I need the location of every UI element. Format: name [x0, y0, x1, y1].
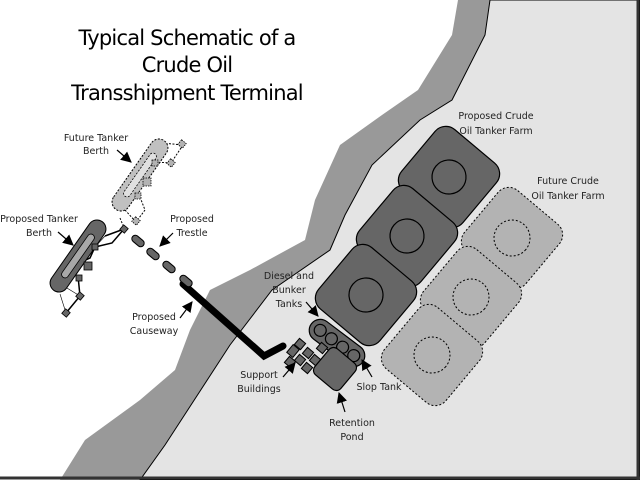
svg-text:Oil Tanker Farm: Oil Tanker Farm	[531, 191, 604, 202]
retention-pond	[312, 346, 358, 392]
label-retention-pond: Retention Pond	[329, 391, 375, 443]
label-proposed-tanker-berth: Proposed Tanker Berth	[0, 214, 78, 246]
arrow-icon	[179, 301, 193, 319]
title-line-1: Typical Schematic of a	[78, 26, 296, 50]
future-crude-tank-farm	[380, 186, 564, 407]
arrow-icon	[116, 149, 132, 163]
svg-text:Pond: Pond	[340, 432, 363, 443]
title-line-2: Crude Oil	[142, 53, 233, 77]
svg-text:Retention: Retention	[329, 418, 375, 429]
arrow-icon	[57, 231, 74, 246]
arrow-icon	[305, 301, 319, 317]
label-proposed-causeway: Proposed Causeway	[130, 301, 193, 337]
label-support-buildings: Support Buildings	[237, 362, 296, 395]
svg-text:Future Tanker: Future Tanker	[64, 133, 128, 144]
arrow-icon	[336, 391, 348, 413]
svg-text:Berth: Berth	[83, 146, 109, 157]
label-future-tanker-berth: Future Tanker Berth	[64, 133, 132, 163]
svg-text:Future Crude: Future Crude	[537, 176, 599, 187]
proposed-tanker-berth	[49, 219, 129, 318]
label-proposed-crude-farm: Proposed Crude Oil Tanker Farm	[458, 111, 533, 137]
svg-text:Buildings: Buildings	[237, 384, 281, 395]
title-line-3: Transshipment Terminal	[70, 81, 303, 105]
svg-text:Causeway: Causeway	[130, 326, 179, 337]
arrow-icon	[361, 359, 373, 378]
future-tanker-berth	[111, 138, 187, 229]
svg-text:Berth: Berth	[26, 228, 52, 239]
svg-text:Proposed Tanker: Proposed Tanker	[0, 214, 78, 225]
svg-text:Proposed Crude: Proposed Crude	[458, 111, 533, 122]
label-diesel-bunker-tanks: Diesel and Bunker Tanks	[264, 271, 319, 317]
svg-text:Proposed: Proposed	[170, 214, 214, 225]
label-slop-tank: Slop Tank	[356, 359, 402, 393]
svg-text:Proposed: Proposed	[132, 312, 176, 323]
svg-text:Trestle: Trestle	[175, 228, 207, 239]
diagram-title: Typical Schematic of a Crude Oil Transsh…	[70, 26, 303, 105]
svg-text:Diesel and: Diesel and	[264, 271, 314, 282]
arrow-icon	[282, 362, 296, 378]
proposed-trestle	[131, 234, 193, 288]
label-future-crude-farm: Future Crude Oil Tanker Farm	[531, 176, 604, 202]
proposed-crude-tank-farm	[314, 125, 501, 347]
svg-text:Bunker: Bunker	[272, 285, 306, 296]
svg-text:Oil Tanker Farm: Oil Tanker Farm	[459, 126, 532, 137]
arrow-icon	[159, 232, 174, 247]
proposed-tank-3	[314, 243, 418, 347]
proposed-causeway	[179, 280, 287, 361]
svg-text:Tanks: Tanks	[275, 299, 303, 310]
label-proposed-trestle: Proposed Trestle	[159, 214, 214, 247]
svg-text:Slop Tank: Slop Tank	[356, 382, 402, 393]
support-buildings	[283, 337, 329, 375]
svg-text:Support: Support	[240, 370, 278, 381]
